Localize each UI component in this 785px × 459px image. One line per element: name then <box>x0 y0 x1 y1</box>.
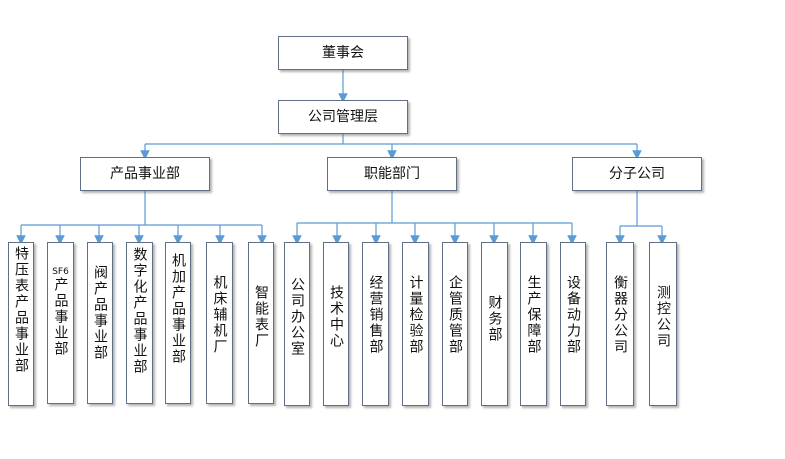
functional-unit-2: 技术中心 <box>323 242 349 406</box>
board-node: 董事会 <box>278 36 408 70</box>
product-division-node: 产品事业部 <box>80 157 210 191</box>
subsidiary-unit-1: 衡器分公司 <box>606 242 634 406</box>
product-unit-3-label: 阀产品事业部 <box>92 265 108 361</box>
subsidiary-unit-2: 测控公司 <box>649 242 677 406</box>
product-unit-6: 机床辅机厂 <box>206 242 233 404</box>
product-unit-1-label: 特压表产品事业部 <box>13 246 29 374</box>
product-unit-2-label: 产品事业部 <box>52 277 69 357</box>
subsidiary-division-label: 分子公司 <box>609 166 665 182</box>
functional-division-node: 职能部门 <box>327 157 457 191</box>
subsidiary-unit-1-label: 衡器分公司 <box>612 275 628 355</box>
functional-unit-4-label: 计量检验部 <box>407 275 424 355</box>
functional-unit-5-label: 企管质管部 <box>447 275 463 355</box>
product-unit-4: 数字化产品事业部 <box>126 242 153 404</box>
management-label: 公司管理层 <box>308 109 378 125</box>
functional-unit-5: 企管质管部 <box>442 242 468 406</box>
product-unit-7: 智能表厂 <box>248 242 274 404</box>
subsidiary-division-node: 分子公司 <box>572 157 702 191</box>
functional-unit-8-label: 设备动力部 <box>565 275 581 355</box>
functional-unit-8: 设备动力部 <box>560 242 586 406</box>
functional-unit-2-label: 技术中心 <box>328 285 344 349</box>
product-unit-3: 阀产品事业部 <box>87 242 113 404</box>
product-unit-7-label: 智能表厂 <box>253 285 269 349</box>
functional-unit-3: 经营销售部 <box>362 242 389 406</box>
product-unit-4-label: 数字化产品事业部 <box>131 247 148 375</box>
product-unit-5: 机加产品事业部 <box>165 242 191 404</box>
functional-unit-7-label: 生产保障部 <box>525 275 542 355</box>
product-unit-6-label: 机床辅机厂 <box>211 275 228 355</box>
subsidiary-unit-2-label: 测控公司 <box>655 285 671 349</box>
functional-unit-1-label: 公司办公室 <box>289 277 305 357</box>
product-unit-2-prefix: SF6 <box>52 267 69 277</box>
functional-unit-7: 生产保障部 <box>520 242 547 406</box>
functional-unit-6-label: 财务部 <box>486 295 503 343</box>
functional-unit-1: 公司办公室 <box>284 242 310 406</box>
functional-unit-4: 计量检验部 <box>402 242 429 406</box>
functional-unit-3-label: 经营销售部 <box>367 275 384 355</box>
board-label: 董事会 <box>322 45 364 61</box>
product-unit-5-label: 机加产品事业部 <box>170 253 186 365</box>
product-unit-2: SF6 产品事业部 <box>47 242 74 404</box>
product-division-label: 产品事业部 <box>110 166 180 182</box>
management-node: 公司管理层 <box>278 100 408 134</box>
functional-unit-6: 财务部 <box>481 242 508 406</box>
functional-division-label: 职能部门 <box>364 166 420 182</box>
product-unit-1: 特压表产品事业部 <box>8 242 34 406</box>
